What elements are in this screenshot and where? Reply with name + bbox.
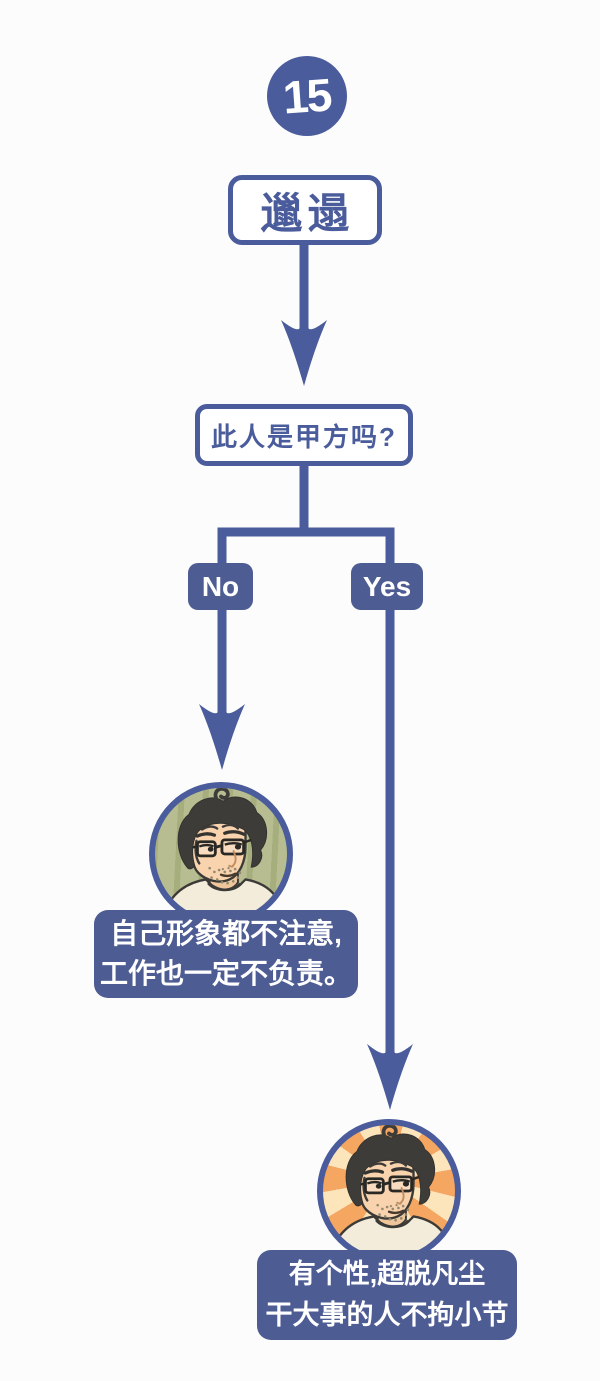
caption-no-line1: 自己形象都不注意,: [110, 918, 342, 949]
flowchart-question-box: 此人是甲方吗?: [195, 404, 413, 466]
branch-label-no: No: [188, 563, 253, 610]
flowchart-title-box: 邋遢: [228, 175, 382, 245]
arrow-down-yes-branch: [367, 528, 413, 1110]
caption-yes-line1: 有个性,超脱凡尘: [288, 1259, 486, 1289]
caption-no-result: 自己形象都不注意, 工作也一定不负责。: [94, 910, 358, 998]
connector-question-split: [217, 466, 395, 537]
avatar-unkempt-man-sunburst: [317, 1119, 461, 1263]
branch-label-yes: Yes: [351, 563, 423, 610]
avatar-unkempt-man-green: [149, 782, 293, 926]
unkempt-man-illustration: [160, 788, 287, 920]
caption-no-line2: 工作也一定不负责。: [99, 958, 352, 989]
page-number-text: 15: [281, 68, 333, 124]
arrow-down-title-to-question: [281, 245, 327, 386]
flowchart-title-text: 邋遢: [260, 188, 355, 238]
unkempt-man-illustration: [328, 1125, 455, 1257]
branch-label-yes-text: Yes: [362, 570, 412, 602]
arrow-down-no-branch: [199, 528, 245, 770]
caption-yes-result: 有个性,超脱凡尘 干大事的人不拘小节: [257, 1250, 517, 1340]
flowchart-question-text: 此人是甲方吗?: [211, 421, 397, 452]
branch-label-no-text: No: [201, 570, 240, 602]
page-number-badge: 15: [267, 56, 347, 136]
caption-yes-line2: 干大事的人不拘小节: [265, 1300, 509, 1330]
